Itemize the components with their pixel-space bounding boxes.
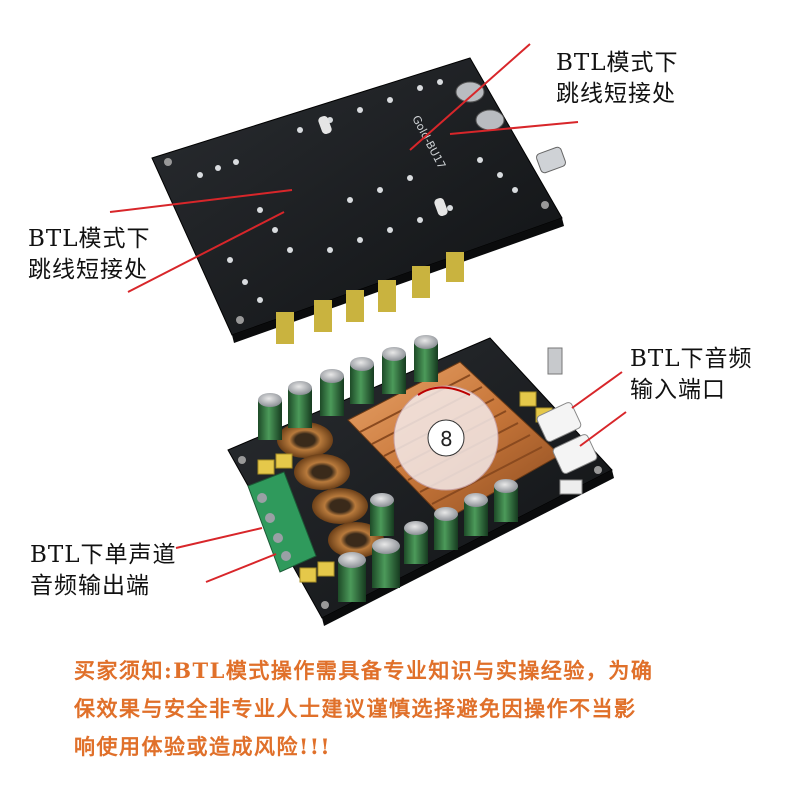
pointer-output-2 [205,553,277,583]
pointer-output-1 [175,527,263,549]
pointer-jumper-top-2 [449,121,579,135]
pointer-input-2 [579,411,627,447]
label-jumper-left: BTL模式下 跳线短接处 [28,226,151,283]
buyer-notice: 买家须知:BTL模式操作需具备专业知识与实操经验，为确 保效果与安全非专业人士建… [74,652,754,766]
input-connectors [536,347,598,495]
notice-line-1: 买家须知:BTL模式操作需具备专业知识与实操经验，为确 [74,658,654,683]
pointer-input-1 [571,371,623,409]
svg-text:8: 8 [440,427,453,451]
output-terminal-block [247,471,317,573]
pointer-jumper-left-2 [127,211,285,293]
capacitors [258,335,518,602]
pointer-lines [109,43,627,583]
label-output-port: BTL下单声道 音频输出端 [30,542,177,599]
board-front-side: 8 [227,335,614,626]
notice-line-3: 响使用体验或造成风险!!! [74,734,332,759]
capacitor-tails [276,252,464,344]
cooling-fan: 8 [393,385,499,491]
board-back-side: Gold-BU17 [151,57,567,344]
notice-line-2: 保效果与安全非专业人士建议谨慎选择避免因操作不当影 [74,696,637,721]
pointer-jumper-left-1 [109,189,293,213]
pointer-jumper-top-1 [409,43,531,151]
label-input-port: BTL下音频 输入端口 [630,346,753,403]
label-jumper-top: BTL模式下 跳线短接处 [556,50,679,107]
